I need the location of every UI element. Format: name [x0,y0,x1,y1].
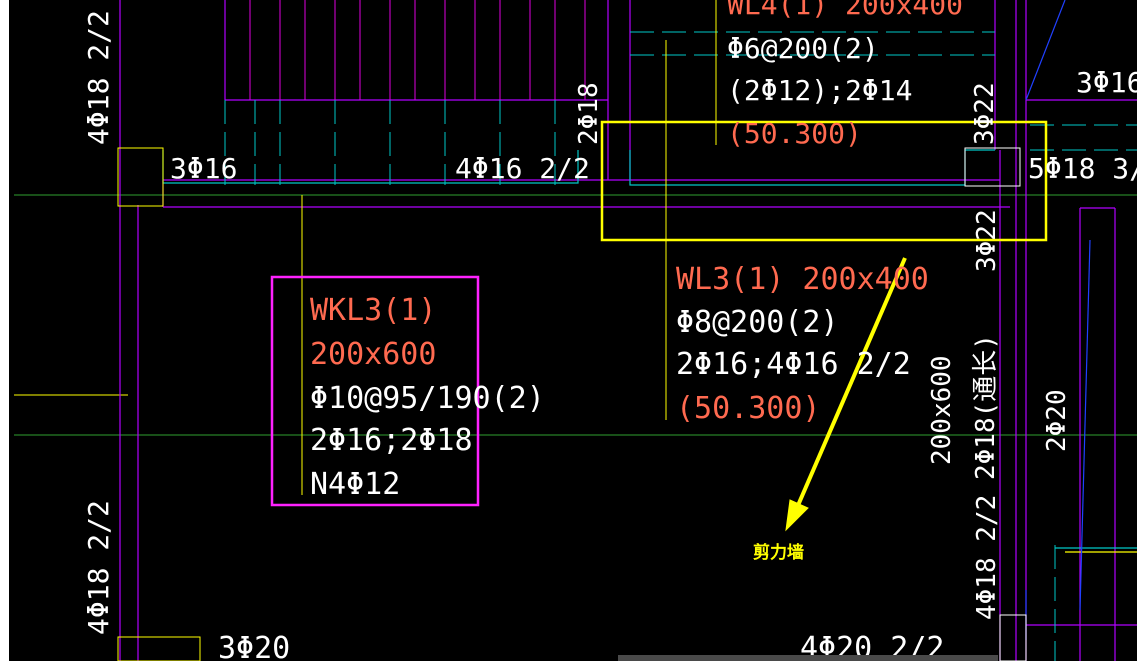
label-wl4-rebar: (2Φ12);2Φ14 [727,74,912,107]
column-box-right [964,147,1021,187]
label-col-right-bottom: 4Φ18 2/2 [972,495,1002,620]
label-3phi20: 3Φ20 [218,631,290,661]
column-boxes [117,147,1027,661]
highlight-box-wl3 [600,120,1048,242]
grid-axis-lines [14,194,1137,436]
label-3phi16: 3Φ16 [170,152,237,185]
label-wkl3-waist: N4Φ12 [310,467,400,502]
label-wl4-elev: (50.300) [727,117,862,150]
column-box-bottom-right [999,614,1027,661]
label-shear-wall-note: 剪力墙 [753,542,804,563]
slab-lines-magenta [249,0,586,100]
column-box-left [117,147,164,207]
label-col-left-top: 4Φ18 2/2 [82,10,115,145]
label-wkl3-title: WKL3(1) [310,293,436,328]
label-wl4-stirrup: Φ6@200(2) [727,32,879,65]
annotation-arrow [785,257,907,532]
label-wkl3-size: 200x600 [310,337,436,372]
label-3phi22-right: 3Φ22 [972,209,1002,272]
label-beam-size-vert: 200x600 [927,355,957,465]
scrollbar-strip[interactable] [618,655,998,661]
leader-lines [301,0,717,495]
label-5phi18: 5Φ18 3/ [1028,152,1137,185]
arrow-shaft [794,257,907,511]
highlight-box-wkl3 [270,275,480,507]
label-wkl3-stirrup: Φ10@95/190(2) [310,381,545,416]
label-col-left-bottom: 4Φ18 2/2 [82,500,115,635]
label-wl3-elev: (50.300) [676,391,821,426]
label-beam-rebar-vert: 2Φ18(通长) [971,334,1001,480]
rebar-dashed-lines [224,31,1137,661]
label-2phi18-vert: 2Φ18 [574,82,604,145]
arrow-head [785,499,809,532]
label-4phi16-22: 4Φ16 2/2 [455,152,590,185]
label-wl4-title: WL4(1) 200x400 [727,0,963,21]
label-wl3-stirrup: Φ8@200(2) [676,305,839,340]
column-box-bottom-left [117,636,201,661]
label-wl3-rebar: 2Φ16;4Φ16 2/2 [676,347,911,382]
label-wl3-title: WL3(1) 200x400 [676,262,929,297]
label-3phi22-top: 3Φ22 [970,82,1000,145]
label-wkl3-rebar: 2Φ16;2Φ18 [310,423,473,458]
window-left-edge [0,0,9,661]
drawing-labels: 4Φ18 2/2 4Φ18 2/2 3Φ16 4Φ16 2/2 2Φ18 WL4… [82,0,1137,661]
label-2phi20-vert: 2Φ20 [1042,389,1072,452]
label-3phi16-right: 3Φ16 [1076,66,1137,99]
blue-diag-top [1025,0,1066,101]
blue-diag-right [1079,239,1091,611]
